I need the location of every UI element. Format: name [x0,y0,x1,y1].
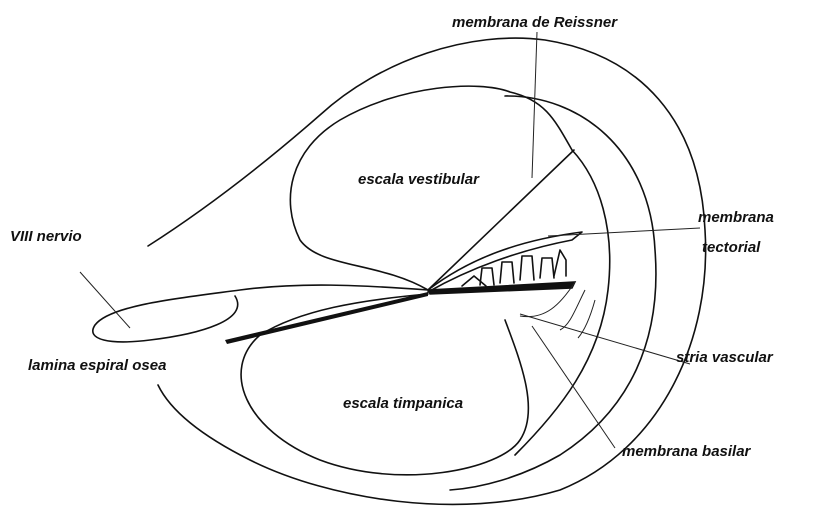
lamina-thick-line [225,292,428,344]
label-escala-vestibular: escala vestibular [358,171,480,188]
scala-vestibuli-outline [290,86,572,290]
leader-basilar [532,326,615,448]
scala-tympani-outline [241,294,528,475]
label-membrana-tectorial-line2: tectorial [702,239,761,256]
leader-tectorial [548,228,700,236]
label-stria-vascular: stria vascular [676,349,774,366]
label-membrana-reissner: membrana de Reissner [452,14,618,31]
label-lamina-espiral-osea: lamina espiral osea [28,357,166,374]
spiral-ligament-wall [450,96,656,490]
label-escala-timpanica: escala timpanica [343,395,463,412]
leader-stria [520,314,690,364]
label-viii-nervio: VIII nervio [10,228,82,245]
leader-nervio [80,272,130,328]
label-membrana-tectorial-line1: membrana [698,209,774,226]
leader-reissner [532,32,537,178]
outer-wall [148,38,706,504]
lateral-wall-curve [515,150,610,455]
leader-lines [80,32,700,448]
label-membrana-basilar: membrana basilar [622,443,752,460]
basilar-membrane [428,282,575,294]
